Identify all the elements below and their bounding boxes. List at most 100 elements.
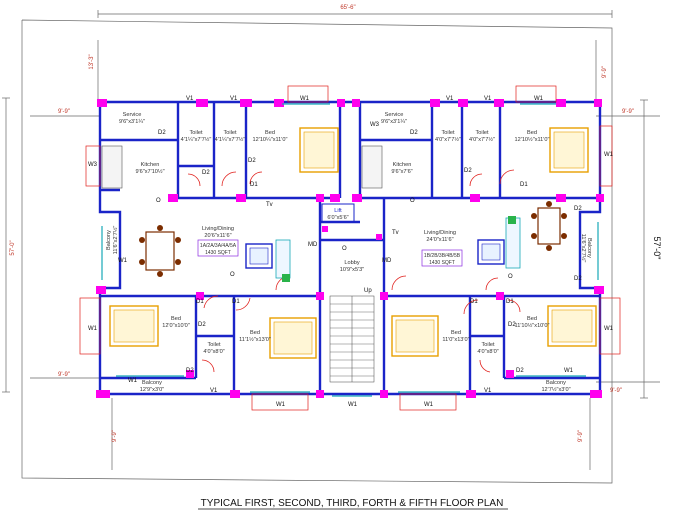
overall-depth-dim: 57'-0": [652, 237, 662, 260]
toilet-bl-name: Toilet: [207, 342, 221, 348]
site-outline: [2, 10, 660, 484]
toilet-tr1-name: Toilet: [441, 130, 455, 136]
stair-treads: [330, 303, 374, 377]
d2-label-4: D2: [410, 130, 418, 136]
toilet-br-name: Toilet: [481, 342, 495, 348]
v1-label-2: V1: [230, 96, 238, 102]
plan-title: TYPICAL FIRST, SECOND, THIRD, FORTH & FI…: [201, 498, 504, 509]
flat-tl-area: 1430 SQFT: [205, 250, 231, 256]
w1-label-right-side: W1: [604, 152, 614, 158]
v1-label-3: V1: [446, 96, 454, 102]
d2-label-8: D2: [508, 322, 516, 328]
flat-tr-id: 1B/2B/3B/4B/5B: [424, 253, 461, 259]
bed-tl-size: 12'10¼"x11'0": [253, 137, 288, 143]
md-label-2: MD: [382, 258, 392, 264]
d2-label-1: D2: [158, 130, 166, 136]
columns: [96, 99, 604, 398]
w1-label-bottom-2: W1: [276, 402, 286, 408]
lift-name: Lift: [334, 208, 342, 214]
bed-bl2-name: Bed: [250, 330, 260, 336]
w1-label-bottom-3: W1: [348, 402, 358, 408]
setback-bottom-left-dim: 9'-9": [112, 430, 118, 442]
living-left-name: Living/Dining: [202, 226, 234, 232]
balcony-br-name: Balcony: [546, 380, 566, 386]
lobby-name: Lobby: [344, 260, 359, 266]
up-label: Up: [364, 288, 372, 294]
w1-label-left-bed: W1: [88, 326, 98, 332]
kitchen-right-name: Kitchen: [393, 162, 412, 168]
side-right-top-dim: 9'-9": [622, 109, 634, 115]
d2-label-2: D2: [202, 170, 210, 176]
d2-label-6: D2: [198, 322, 206, 328]
o-label-1: O: [156, 198, 161, 204]
v1-label-bottom-right: V1: [484, 388, 492, 394]
balcony-left-size: 11'6"x2'7½": [112, 226, 119, 255]
toilet-tl1-name: Toilet: [189, 130, 203, 136]
bed-tr-name: Bed: [527, 130, 537, 136]
living-right-size: 24'0"x11'6": [426, 237, 453, 243]
living-left-size: 20'6"x11'6": [204, 233, 231, 239]
d1-label-1: D1: [250, 182, 258, 188]
bed-bl1-size: 12'0"x10'0": [162, 323, 190, 329]
bed-br1-size: 11'0"x13'0": [442, 337, 469, 343]
service-left-size: 9'6"x3'1¼": [119, 119, 145, 125]
bed-br2-name: Bed: [527, 316, 537, 322]
setback-bottom-right-dim: 9'-9": [578, 430, 584, 442]
o-label-5: O: [508, 274, 513, 280]
d2-label-9: D2: [516, 368, 524, 374]
w3-label-right: W3: [370, 122, 380, 128]
lift-shaft: [321, 203, 355, 223]
lobby-size: 10'9"x5'3": [340, 267, 364, 273]
kitchen-right-size: 9'6"x7'6": [391, 169, 412, 175]
flat-tr-area: 1430 SQFT: [429, 260, 455, 266]
service-right-size: 9'6"x3'1¼": [381, 119, 407, 125]
w3-label-left: W3: [88, 162, 98, 168]
toilet-tr2-name: Toilet: [475, 130, 489, 136]
v1-label-4: V1: [484, 96, 492, 102]
fixtures: [282, 216, 516, 282]
w1-label-left-living: W1: [118, 258, 128, 264]
o-label-4: O: [230, 272, 235, 278]
balcony-bl-name: Balcony: [142, 380, 162, 386]
window-marks: [79, 85, 621, 411]
d2-label-3: D2: [248, 158, 256, 164]
d2-label-5: D2: [464, 168, 472, 174]
d1-label-2: D1: [196, 299, 204, 305]
tv-label-right: Tv: [392, 230, 399, 236]
bed-br2-size: 11'10½"x10'0": [515, 322, 550, 329]
balcony-left-name: Balcony: [106, 230, 112, 250]
balcony-br-size: 12'7½"x3'0": [541, 386, 570, 393]
toilet-tl2-size: 4'1¼"x7'7½": [215, 136, 246, 143]
kitchen-left-size: 9'6"x7'10½": [135, 168, 164, 175]
room-labels: Service 9'6"x3'1¼" Service 9'6"x3'1¼" Ki…: [106, 112, 592, 393]
bed-br1-name: Bed: [451, 330, 461, 336]
furniture: [101, 127, 597, 383]
d1-label-6: D1: [520, 182, 528, 188]
balcony-right-name: Balcony: [586, 238, 592, 258]
toilet-tr1-size: 4'0"x7'7½": [435, 136, 461, 143]
service-left-name: Service: [123, 112, 142, 118]
w1-label-top-left: W1: [300, 96, 310, 102]
d1-label-3: D1: [232, 299, 240, 305]
tv-label-left: Tv: [266, 202, 273, 208]
side-left-bottom-dim: 9'-9": [58, 372, 70, 378]
d2-label-7: D2: [186, 368, 194, 374]
flat-tl-id: 1A/2A/3A/4A/5A: [200, 243, 237, 249]
w1-label-bottom-4: W1: [424, 402, 434, 408]
bed-tl-name: Bed: [265, 130, 275, 136]
setback-top-left-dim: 13'-3": [89, 54, 95, 69]
d1-label-4: D1: [470, 299, 478, 305]
bed-tr-size: 12'10½"x11'0": [515, 136, 550, 143]
o-label-3: O: [342, 246, 347, 252]
setback-top-right-dim: 9'-9": [602, 66, 608, 78]
side-left-top-dim: 9'-9": [58, 109, 70, 115]
toilet-tl2-name: Toilet: [223, 130, 237, 136]
doors: [187, 169, 521, 373]
d1-label-5: D1: [506, 299, 514, 305]
o-label-2: O: [410, 198, 415, 204]
balcony-right-size: 11'6"x2'7½": [580, 234, 587, 263]
lift-size: 6'0"x5'6": [327, 215, 348, 221]
windows: [101, 103, 599, 397]
md-label-1: MD: [308, 242, 318, 248]
